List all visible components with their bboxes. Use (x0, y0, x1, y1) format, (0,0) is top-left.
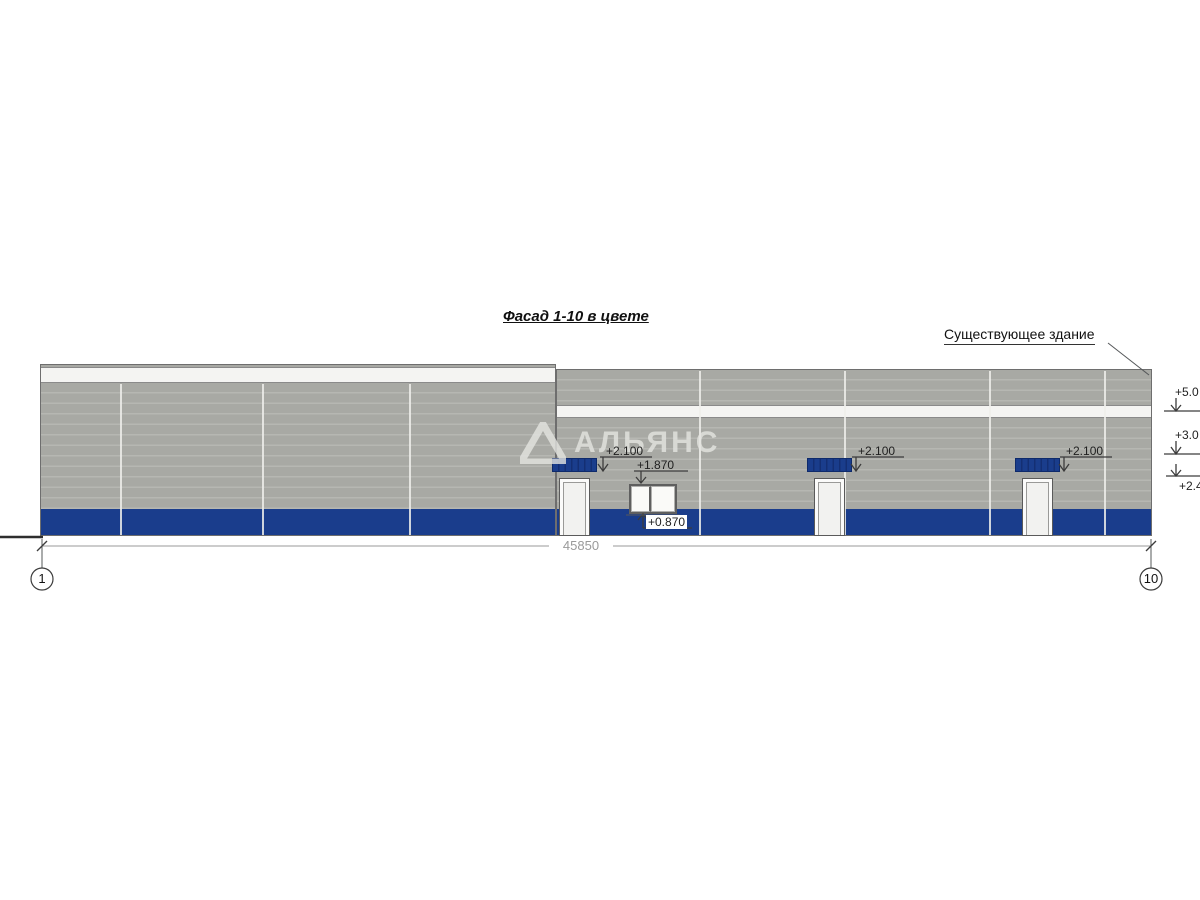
dimension-text-overall: 45850 (549, 539, 613, 553)
panel-joint (262, 384, 264, 535)
door-2-leaf (818, 482, 841, 535)
panel-joint (844, 371, 846, 535)
level-mark-low (1166, 464, 1200, 478)
elevation-text-canopy-3: +2.100 (1066, 444, 1104, 458)
wall-panels-left (41, 383, 555, 509)
wall-upper-right (557, 370, 1151, 405)
window-pane-right (650, 486, 675, 512)
elevation-text-window-head: +1.870 (637, 458, 675, 472)
plinth-left (41, 509, 555, 535)
door-3 (1022, 478, 1053, 536)
grid-axis-bubbles (30, 567, 1163, 591)
elevation-text-canopy-1: +2.100 (606, 444, 644, 458)
panel-joint (120, 384, 122, 535)
panel-joint (1104, 371, 1106, 535)
drawing-title: Фасад 1-10 в цвете (503, 308, 649, 325)
door-canopy-1 (552, 458, 597, 472)
fascia-band-right (557, 405, 1151, 418)
level-mark-top (1164, 398, 1200, 413)
axis-number-1: 1 (38, 571, 46, 586)
elevation-text-canopy-2: +2.100 (858, 444, 896, 458)
elevation-text-window-sill: +0.870 (646, 515, 688, 529)
window-pane-left (631, 486, 651, 512)
existing-building-label: Существующее здание (944, 326, 1095, 345)
panel-joint (699, 371, 701, 535)
door-1-leaf (563, 482, 586, 535)
door-2 (814, 478, 845, 536)
level-text-low: +2.4 (1179, 479, 1200, 493)
level-text-mid: +3.0 (1175, 428, 1199, 442)
window (629, 484, 677, 514)
level-mark-mid (1164, 441, 1200, 456)
door-3-leaf (1026, 482, 1049, 535)
door-canopy-2 (807, 458, 852, 472)
level-text-top: +5.0 (1175, 385, 1199, 399)
door-1 (559, 478, 590, 536)
panel-joint (409, 384, 411, 535)
axis-number-10: 10 (1143, 571, 1159, 586)
parapet-cap-band (41, 367, 555, 383)
facade-section-left (40, 364, 556, 536)
panel-joint (989, 371, 991, 535)
door-canopy-3 (1015, 458, 1060, 472)
